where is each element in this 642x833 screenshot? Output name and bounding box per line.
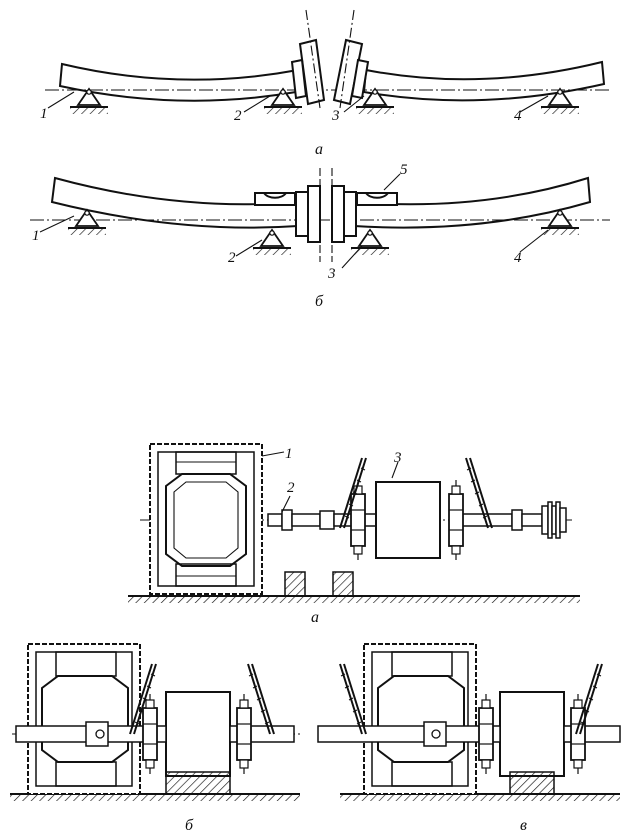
label-1: 1 (32, 228, 40, 244)
label-3: 3 (393, 450, 402, 466)
label-2: 2 (234, 108, 242, 124)
label-3: 3 (331, 108, 340, 124)
support-1 (67, 209, 107, 236)
bearing-left (478, 693, 494, 775)
left-clamp (307, 185, 321, 243)
label-4: 4 (514, 108, 522, 124)
right-clamp (332, 38, 364, 106)
caption-a: а (311, 609, 319, 626)
caption-v: в (520, 817, 527, 833)
shaft (317, 725, 501, 743)
machine-diagram-a: 1 2 3 а (128, 443, 580, 626)
left-beam (58, 62, 300, 102)
bearing-right (570, 693, 586, 775)
label-2: 2 (228, 250, 236, 266)
housing (149, 443, 263, 595)
label-5: 5 (400, 162, 408, 178)
machine-diagram-v: в (317, 643, 621, 833)
weight-left (254, 192, 296, 206)
label-4: 4 (514, 250, 522, 266)
bearing-right (236, 693, 252, 775)
housing (27, 643, 141, 795)
machine-diagram-b: б (10, 643, 300, 833)
weight-right (356, 192, 398, 206)
beam-diagram-b: 1 2 3 4 5 б (30, 162, 610, 310)
rotor (375, 481, 441, 559)
right-clamp (331, 185, 345, 243)
bearing-left (142, 693, 158, 775)
blade-left (339, 663, 367, 735)
housing (363, 643, 477, 795)
bearing-right (448, 479, 464, 561)
blade-right (575, 663, 603, 735)
caption-a: а (315, 141, 323, 158)
rotor (165, 691, 231, 777)
label-3: 3 (327, 266, 336, 282)
label-1: 1 (285, 446, 293, 462)
support-4 (540, 88, 580, 115)
right-beam (353, 176, 592, 229)
rotor (499, 691, 565, 777)
caption-b: б (185, 817, 194, 833)
label-2: 2 (287, 480, 295, 496)
beam-diagram-a: 1 2 3 4 а (40, 9, 610, 158)
right-beam (362, 60, 606, 102)
caption-b: б (315, 293, 324, 310)
label-1: 1 (40, 106, 48, 122)
